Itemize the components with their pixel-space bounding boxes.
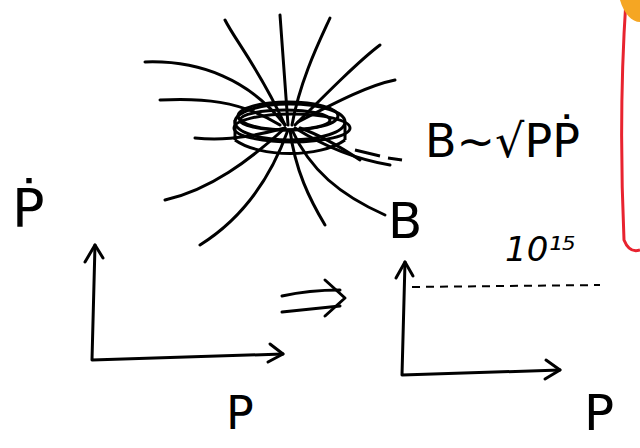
orange-blob (620, 0, 640, 22)
axis-label: B (388, 196, 422, 246)
red-curve (622, 0, 640, 251)
value-label: 10¹⁵ (505, 232, 576, 266)
star-disk (234, 102, 350, 154)
axes-left (85, 245, 283, 362)
field-lines (145, 15, 395, 245)
dash-mark (355, 150, 402, 160)
axis-label: P (584, 388, 614, 438)
axis-label: P (226, 390, 254, 436)
axes-right (396, 262, 560, 379)
limit-line (412, 285, 600, 287)
formula: B~√PṖ (425, 118, 580, 164)
implies-arrow (282, 280, 345, 316)
axis-label: Ṗ (12, 182, 45, 236)
